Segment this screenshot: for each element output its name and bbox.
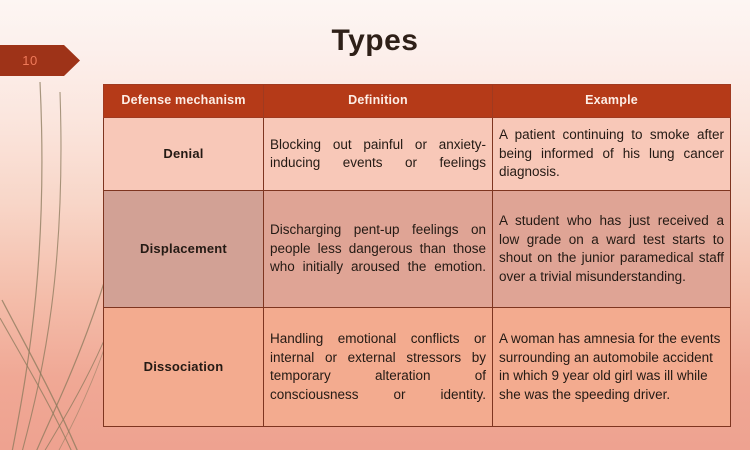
column-header-mechanism: Defense mechanism (103, 83, 264, 119)
table-header-row: Defense mechanism Definition Example (103, 83, 731, 119)
cell-example: A student who has just received a low gr… (492, 190, 731, 309)
cell-mechanism: Dissociation (103, 307, 264, 428)
page-title: Types (331, 24, 419, 57)
table-row: Displacement Discharging pent-up feeling… (103, 190, 731, 309)
cell-definition: Blocking out painful or anxiety-inducing… (263, 117, 493, 192)
table-row: Dissociation Handling emotional conflict… (103, 307, 731, 428)
defense-mechanisms-table: Defense mechanism Definition Example Den… (103, 83, 731, 428)
cell-mechanism: Displacement (103, 190, 264, 309)
column-header-example: Example (492, 83, 731, 119)
cell-example: A woman has amnesia for the events surro… (492, 307, 731, 428)
cell-definition: Handling emotional conflicts or internal… (263, 307, 493, 428)
table-row: Denial Blocking out painful or anxiety-i… (103, 117, 731, 192)
column-header-definition: Definition (263, 83, 493, 119)
cell-example: A patient continuing to smoke after bein… (492, 117, 731, 192)
cell-mechanism: Denial (103, 117, 264, 192)
cell-definition: Discharging pent-up feelings on people l… (263, 190, 493, 309)
